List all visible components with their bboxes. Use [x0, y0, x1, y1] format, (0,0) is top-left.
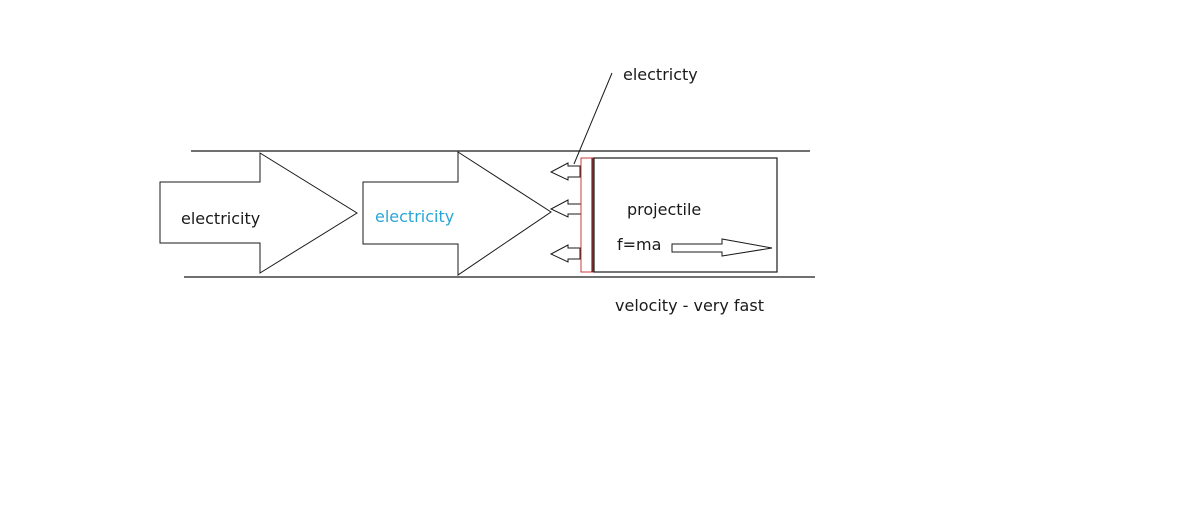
- reaction-arrow-bottom: [549, 244, 581, 263]
- formula-label: f=ma: [617, 235, 661, 254]
- callout-label: electricty: [623, 65, 698, 84]
- reaction-arrow-middle: [549, 199, 583, 218]
- electricity-arrow-2-label: electricity: [375, 207, 454, 226]
- callout-line: [573, 72, 613, 165]
- electricity-arrow-2: [362, 151, 552, 276]
- force-arrow: [671, 238, 773, 257]
- velocity-label: velocity - very fast: [615, 296, 764, 315]
- reaction-arrow-top: [549, 162, 581, 181]
- projectile-label: projectile: [627, 200, 701, 219]
- armature-plate: [580, 157, 594, 273]
- projectile-body: [593, 157, 778, 273]
- electricity-arrow-1-label: electricity: [181, 209, 260, 228]
- electricity-arrow-1: [159, 152, 358, 274]
